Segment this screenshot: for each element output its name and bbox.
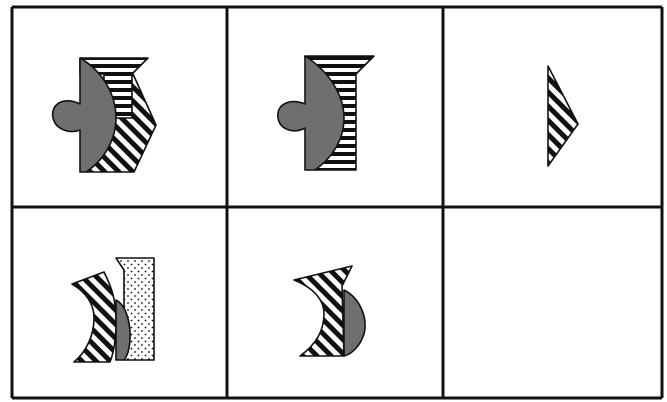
matrix-puzzle bbox=[0, 0, 667, 402]
